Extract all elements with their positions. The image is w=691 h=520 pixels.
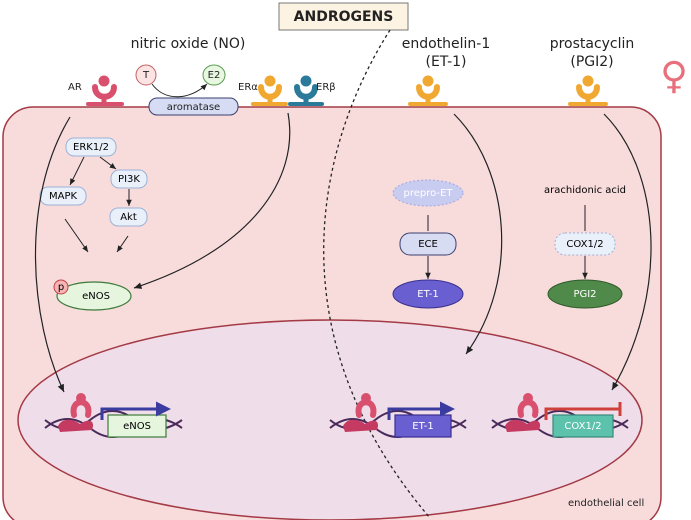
pgi-receptor-to-gene-arrow xyxy=(603,113,652,391)
pi3k-node xyxy=(110,169,148,189)
erk-to-mapk-arrow xyxy=(69,156,85,186)
er-alpha-label: ERα xyxy=(238,82,258,93)
aromatase-arrow xyxy=(151,83,208,98)
et1-gene-locus xyxy=(329,393,467,438)
akt-to-enos-arrow xyxy=(116,235,129,253)
et-receptor-to-gene-arrow xyxy=(453,113,503,355)
et1-protein-node xyxy=(392,279,464,309)
ece-node xyxy=(399,232,457,256)
estradiol-node xyxy=(202,64,226,86)
pgi2-node xyxy=(547,279,623,309)
endothelial-cell-label: endothelial cell xyxy=(568,498,644,509)
header-prostacyclin-line1: prostacyclin xyxy=(550,36,635,52)
estradiol-label: E2 xyxy=(208,70,221,81)
header-prostacyclin-line2: (PGI2) xyxy=(570,54,613,70)
arachidonic-acid-label: arachidonic acid xyxy=(544,185,626,196)
pgi2-label: PGI2 xyxy=(573,289,596,300)
ar-receptor xyxy=(86,75,124,106)
header-nitric-oxide: nitric oxide (NO) xyxy=(131,36,246,52)
er-alpha-receptor xyxy=(251,75,288,106)
testosterone-label: T xyxy=(142,70,150,81)
phospho-badge xyxy=(53,279,69,295)
enos-gene-label: eNOS xyxy=(123,421,151,432)
enos-protein-node xyxy=(56,281,132,311)
et1-gene-label: ET-1 xyxy=(412,421,433,432)
enos-protein-label: eNOS xyxy=(82,291,110,302)
header-endothelin-line2: (ET-1) xyxy=(426,54,467,70)
testosterone-node xyxy=(135,64,157,86)
erk-node xyxy=(65,137,117,157)
pi3k-label: PI3K xyxy=(118,174,140,185)
mapk-node xyxy=(39,186,87,206)
erk-label: ERK1/2 xyxy=(73,142,109,153)
aromatase-node xyxy=(148,97,239,116)
er-to-enos-arrow xyxy=(133,112,291,289)
cox-gene-label: COX1/2 xyxy=(564,421,601,432)
aromatase-label: aromatase xyxy=(167,102,220,113)
cox-enzyme-node xyxy=(554,232,616,256)
er-beta-label: ERβ xyxy=(316,82,336,93)
ar-to-enos-gene-arrow xyxy=(34,116,71,393)
akt-label: Akt xyxy=(120,212,137,223)
title-box xyxy=(278,2,409,31)
mapk-label: MAPK xyxy=(49,191,77,202)
enos-gene-locus xyxy=(44,393,183,438)
ar-label: AR xyxy=(68,82,82,93)
female-symbol: ♀ xyxy=(660,54,688,98)
title: ANDROGENS xyxy=(294,9,394,25)
cox-enzyme-label: COX1/2 xyxy=(566,239,603,250)
prepro-et-label: prepro-ET xyxy=(404,188,454,199)
et-receptor xyxy=(408,75,448,106)
cox-gene-locus xyxy=(491,393,629,438)
header-endothelin-line1: endothelin-1 xyxy=(402,36,491,52)
et1-protein-label: ET-1 xyxy=(417,289,438,300)
er-beta-receptor xyxy=(288,75,324,106)
erk-to-pi3k-arrow xyxy=(99,156,117,170)
akt-node xyxy=(109,207,148,227)
ece-label: ECE xyxy=(418,239,438,250)
pgi-receptor xyxy=(568,75,608,106)
mapk-to-enos-arrow xyxy=(64,218,89,253)
prepro-et-node xyxy=(392,179,464,207)
phospho-label: p xyxy=(58,282,64,293)
